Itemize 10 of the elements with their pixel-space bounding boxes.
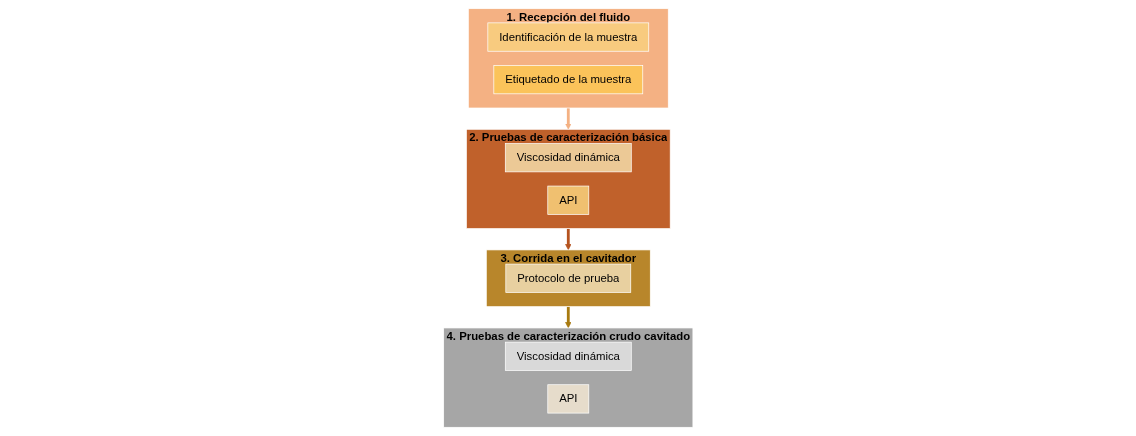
- node-box: API: [547, 185, 589, 215]
- node-box: API: [547, 384, 589, 414]
- node-box: Protocolo de prueba: [505, 263, 631, 293]
- node-box: Viscosidad dinámica: [504, 341, 632, 371]
- node-box: Identificación de la muestra: [487, 22, 649, 52]
- arrow: [564, 306, 572, 329]
- node-box: Etiquetado de la muestra: [493, 65, 643, 95]
- node-box: Viscosidad dinámica: [504, 143, 632, 173]
- arrow: [564, 228, 572, 251]
- arrow: [564, 108, 572, 130]
